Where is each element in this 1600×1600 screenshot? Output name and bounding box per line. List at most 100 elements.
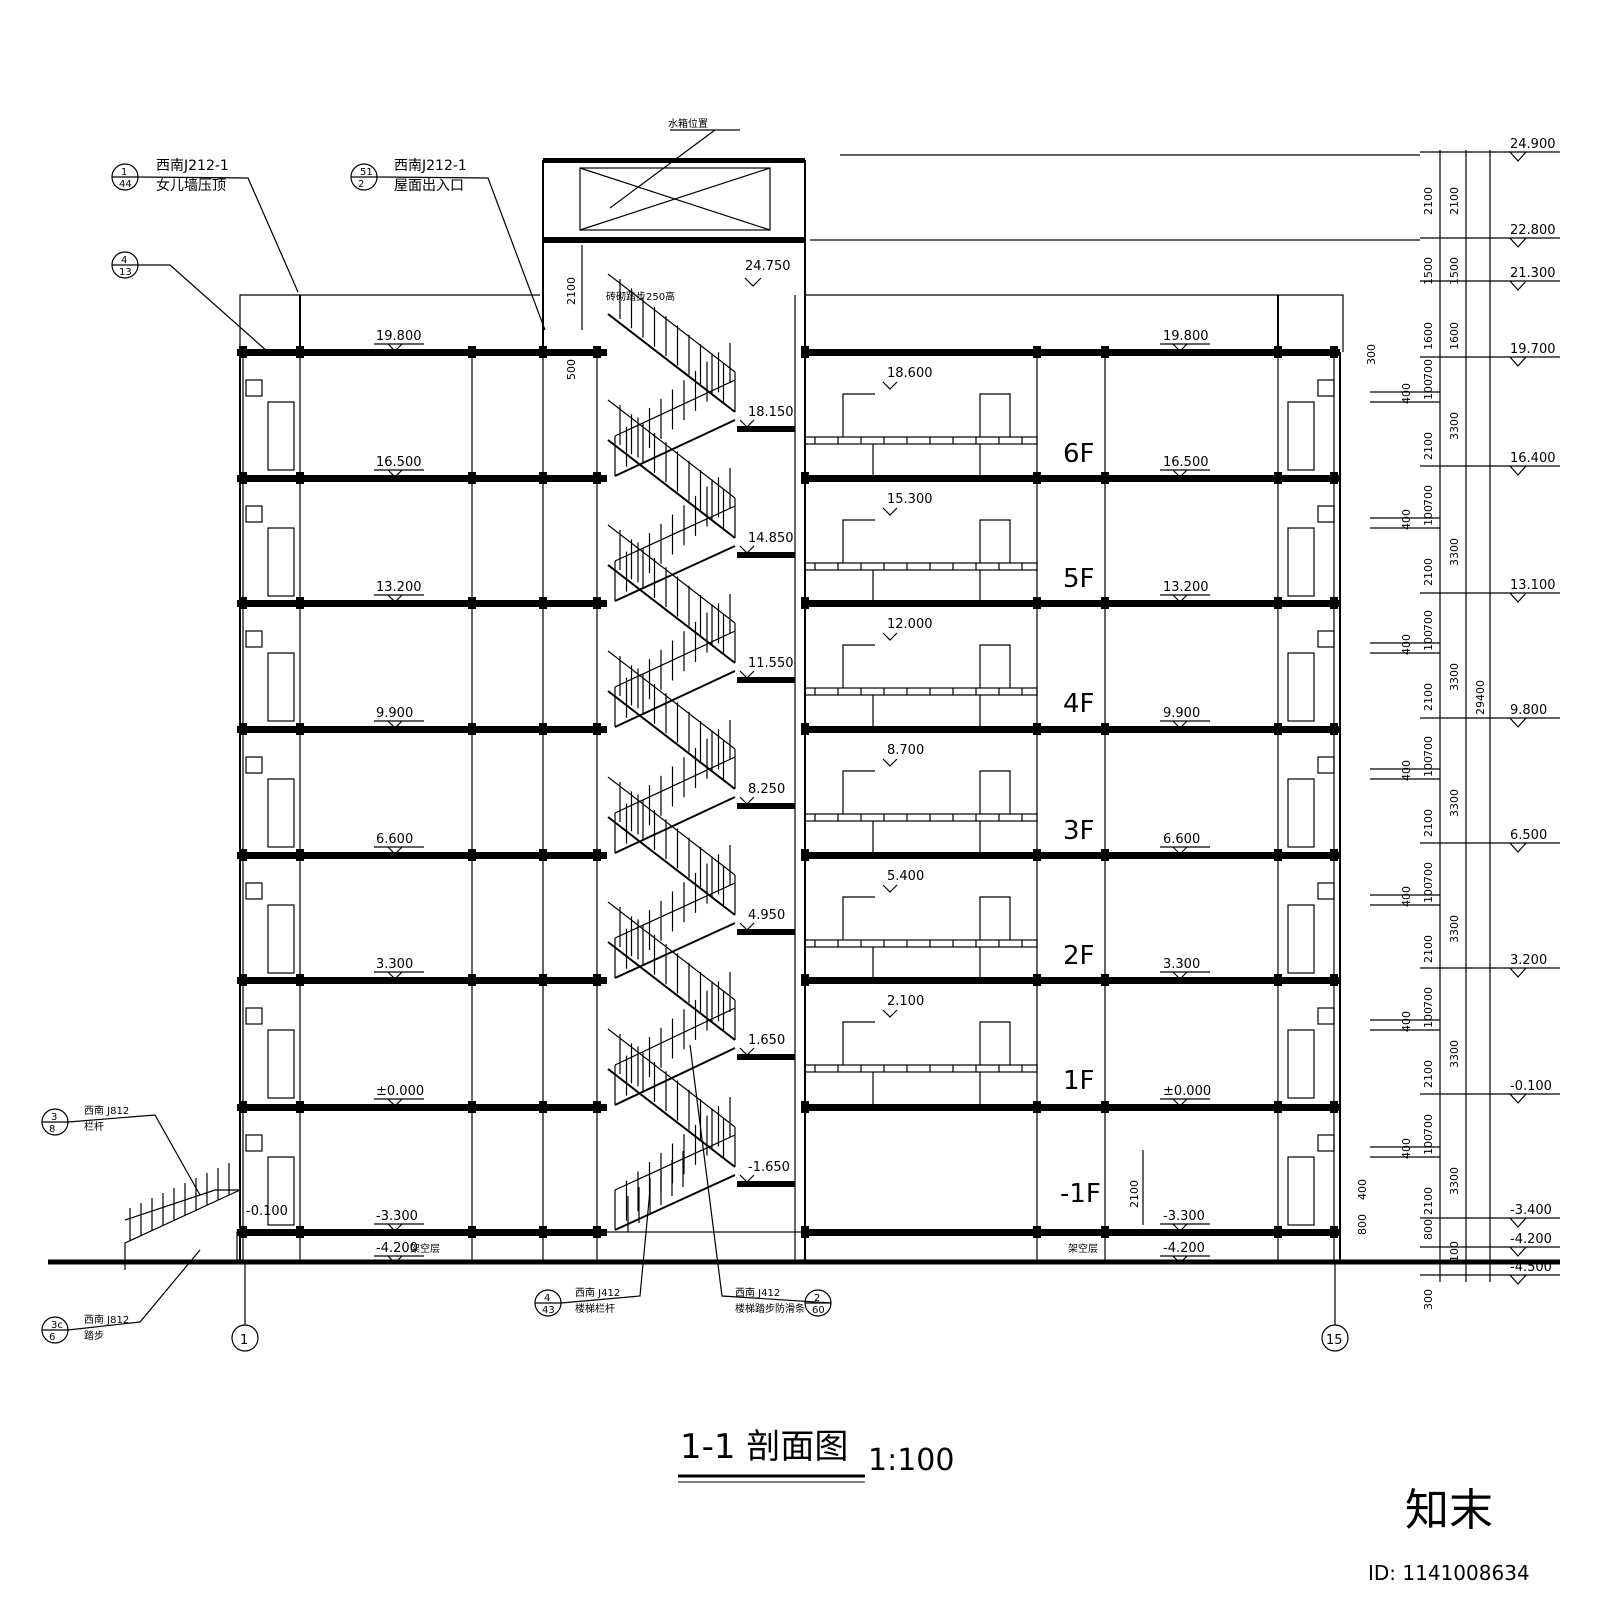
level-triangle	[739, 545, 755, 554]
column-head	[296, 346, 304, 358]
window-left	[245, 630, 263, 648]
door-opening	[842, 896, 875, 940]
stair-flight	[607, 1028, 736, 1168]
floor-slab-right	[805, 349, 1340, 356]
column-head	[468, 472, 476, 484]
dim-part: 400	[1400, 383, 1413, 404]
level-triangle	[1172, 846, 1188, 855]
callout-code: 西南 J812	[84, 1104, 129, 1117]
landing-level: 18.150	[748, 405, 794, 420]
callout-description: 女儿墙压顶	[156, 177, 226, 194]
core-roof-slab	[543, 237, 805, 243]
floor-label: 1F	[1063, 1066, 1095, 1096]
stair-flight	[614, 343, 736, 477]
level-triangle	[882, 381, 898, 390]
level-triangle	[1509, 280, 1527, 291]
column-head	[296, 723, 304, 735]
level-triangle	[1509, 1274, 1527, 1285]
level-triangle	[739, 1174, 755, 1183]
drawing-title: 1-1 剖面图	[680, 1427, 848, 1467]
dim-top: 2100	[1448, 187, 1461, 215]
stair-flight	[614, 845, 736, 979]
level-triangle	[882, 884, 898, 893]
level-left: 19.800	[376, 329, 422, 344]
callout-number: 4	[121, 255, 127, 266]
stair-landing	[737, 677, 795, 683]
level-triangle	[1509, 967, 1527, 978]
door-opening	[979, 770, 1011, 814]
window-right	[1317, 379, 1335, 397]
column-head	[468, 723, 476, 735]
level-left: 6.600	[376, 832, 413, 847]
dim-part: 700	[1422, 485, 1435, 506]
column-head	[468, 974, 476, 986]
stair-flight	[607, 399, 736, 539]
level-triangle	[1509, 1246, 1527, 1257]
door-right	[1287, 652, 1315, 722]
stair-flight	[607, 273, 736, 413]
column-head	[1330, 723, 1338, 735]
callout-sheet: 6	[49, 1332, 55, 1343]
column-head	[539, 472, 547, 484]
door-left	[267, 778, 295, 848]
level-triangle	[387, 343, 403, 352]
corridor-railing	[804, 562, 1038, 571]
elevation-mark: 21.300	[1510, 266, 1556, 281]
dim-part: 2100	[1422, 1187, 1435, 1215]
callout-code: 西南 J412	[735, 1286, 780, 1299]
dim-part: 400	[1400, 509, 1413, 530]
tank-leader	[609, 129, 716, 209]
stair-landing	[737, 803, 795, 809]
level-triangle	[1509, 1093, 1527, 1104]
column-head	[593, 849, 601, 861]
dim-total: 29400	[1474, 680, 1487, 715]
level-triangle	[739, 670, 755, 679]
level-triangle	[882, 1009, 898, 1018]
window-left	[245, 882, 263, 900]
callout-sheet: 13	[119, 267, 132, 278]
parapet-left	[239, 294, 540, 352]
level-triangle	[1172, 971, 1188, 980]
window-left	[245, 505, 263, 523]
callout-leader	[376, 176, 546, 331]
handrail	[614, 1007, 736, 1066]
level-triangle	[1509, 356, 1527, 367]
level-triangle	[1509, 717, 1527, 728]
landing-level: 11.550	[748, 656, 794, 671]
column-head	[593, 1226, 601, 1238]
dim-part: 400	[1400, 1011, 1413, 1032]
dim-floor-total: 3300	[1448, 1167, 1461, 1195]
void-note: 架空层	[1068, 1242, 1098, 1255]
dim-part: 100	[1422, 379, 1435, 400]
column-head	[468, 1101, 476, 1113]
stair-flight	[607, 650, 736, 790]
level-right: 13.200	[1163, 580, 1209, 595]
callout-leader	[67, 1114, 201, 1196]
landing-level: -1.650	[748, 1160, 790, 1175]
dim-part: 2100	[1422, 558, 1435, 586]
floor-slab-left	[237, 600, 607, 607]
stair-landing	[737, 1181, 795, 1187]
level-triangle	[387, 971, 403, 980]
column-head	[239, 723, 247, 735]
corridor-level: 5.400	[887, 869, 924, 884]
level-right: 9.900	[1163, 706, 1200, 721]
floor-slab-right	[805, 600, 1340, 607]
callout-sheet: 2	[358, 179, 364, 190]
column-head	[1274, 849, 1282, 861]
level-triangle	[1509, 237, 1527, 248]
floor-slab-left	[237, 475, 607, 482]
door-right	[1287, 778, 1315, 848]
column-head	[296, 597, 304, 609]
floor-slab-left	[237, 726, 607, 733]
stair-stringer	[607, 1068, 736, 1168]
callout-description: 楼梯踏步防滑条	[735, 1302, 805, 1315]
door-left	[267, 401, 295, 471]
floor-slab-right	[805, 852, 1340, 859]
door-opening	[842, 519, 875, 563]
dim-part: 100	[1422, 1134, 1435, 1155]
floor-label: 4F	[1063, 689, 1095, 719]
dim-part: 400	[1400, 760, 1413, 781]
window-left	[245, 1007, 263, 1025]
